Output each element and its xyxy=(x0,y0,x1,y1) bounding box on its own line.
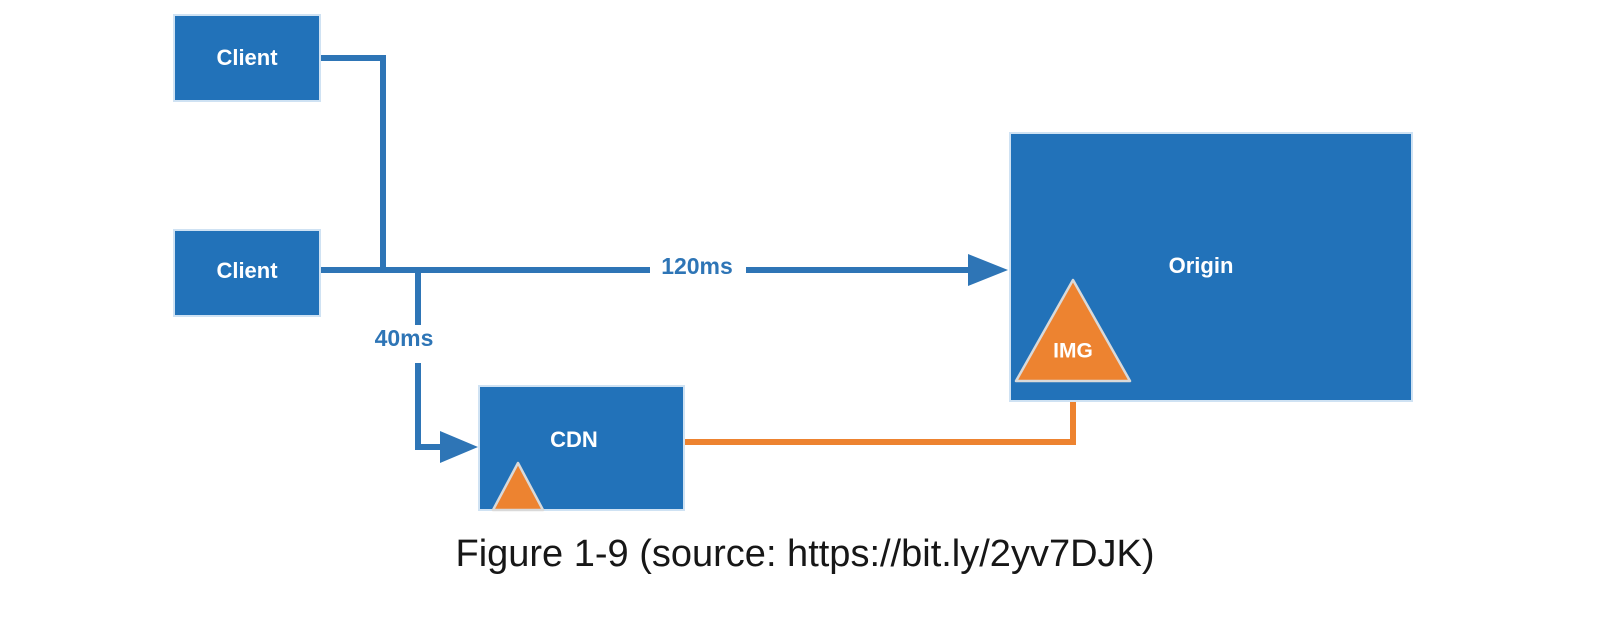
node-client-top[interactable]: Client xyxy=(173,14,321,102)
origin-image-asset[interactable]: IMG xyxy=(1014,278,1132,383)
cdn-label: CDN xyxy=(550,427,598,452)
client-bottom-box[interactable] xyxy=(173,229,321,317)
client-top-box[interactable] xyxy=(173,14,321,102)
triangle-icon[interactable] xyxy=(1014,278,1132,383)
client-bottom-label: Client xyxy=(216,258,278,283)
edge-client-to-origin xyxy=(320,254,1008,286)
origin-label: Origin xyxy=(1169,253,1234,278)
cdn-image-asset[interactable] xyxy=(491,461,545,512)
client-top-label: Client xyxy=(216,45,278,70)
edge-label-40ms: 40ms xyxy=(375,325,434,351)
connector-line-lower xyxy=(415,363,440,450)
connector-line xyxy=(320,55,386,270)
arrowhead-icon xyxy=(440,431,478,463)
arrowhead-icon xyxy=(968,254,1008,286)
edge-client-to-cdn xyxy=(415,270,478,463)
edge-client-top-trunk xyxy=(320,55,386,270)
node-client-bottom[interactable]: Client xyxy=(173,229,321,317)
origin-image-label: IMG xyxy=(1053,340,1093,363)
figure-caption: Figure 1-9 (source: https://bit.ly/2yv7D… xyxy=(455,533,1155,575)
triangle-icon[interactable] xyxy=(491,461,545,512)
edge-label-120ms: 120ms xyxy=(661,253,733,279)
